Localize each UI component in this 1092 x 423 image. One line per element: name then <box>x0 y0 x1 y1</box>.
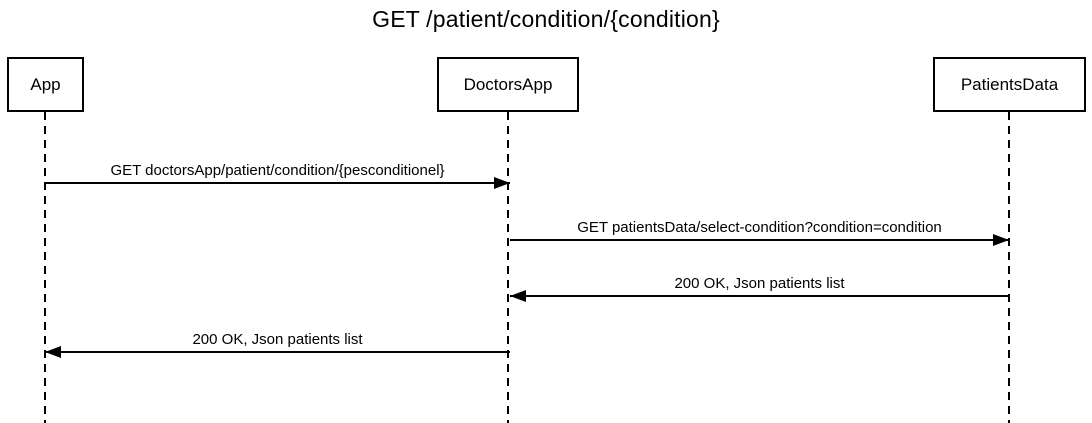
arrowhead-right-icon <box>993 234 1009 246</box>
message-line <box>510 295 1009 297</box>
message-line <box>45 182 510 184</box>
actor-box-patientsdata: PatientsData <box>933 57 1086 112</box>
actor-label-doctorsapp: DoctorsApp <box>463 74 553 94</box>
lifeline-app <box>44 112 46 423</box>
message-label: GET doctorsApp/patient/condition/{pescon… <box>110 162 445 179</box>
message-label: 200 OK, Json patients list <box>674 275 845 292</box>
diagram-title: GET /patient/condition/{condition} <box>372 6 720 32</box>
message-doctorsapp-to-app: 200 OK, Json patients list <box>45 327 510 358</box>
arrowhead-left-icon <box>45 346 61 358</box>
message-app-to-doctorsapp: GET doctorsApp/patient/condition/{pescon… <box>45 158 510 189</box>
actor-label-app: App <box>30 74 61 94</box>
arrowhead-left-icon <box>510 290 526 302</box>
message-line <box>510 239 1009 241</box>
arrowhead-right-icon <box>494 177 510 189</box>
actor-label-patientsdata: PatientsData <box>960 74 1059 94</box>
message-label: 200 OK, Json patients list <box>192 331 363 348</box>
lifeline-doctorsapp <box>507 112 509 423</box>
lifeline-patientsdata <box>1008 112 1010 423</box>
message-doctorsapp-to-patientsdata: GET patientsData/select-condition?condit… <box>510 215 1009 246</box>
message-patientsdata-to-doctorsapp: 200 OK, Json patients list <box>510 271 1009 302</box>
message-line <box>45 351 510 353</box>
actor-box-doctorsapp: DoctorsApp <box>437 57 579 112</box>
message-label: GET patientsData/select-condition?condit… <box>577 219 942 236</box>
actor-box-app: App <box>7 57 84 112</box>
